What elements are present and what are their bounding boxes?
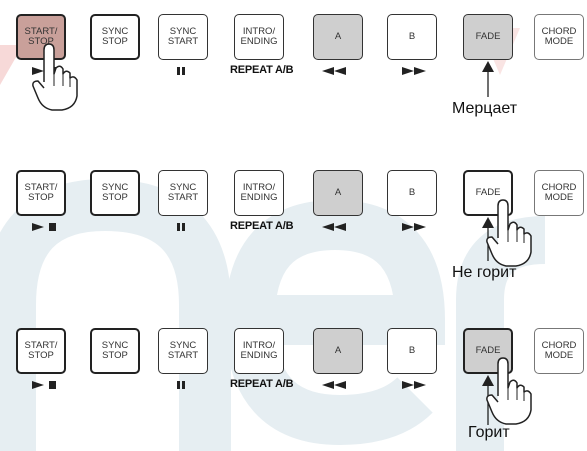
fast-forward-icon <box>402 223 426 231</box>
rewind-icon <box>322 223 346 231</box>
b-button[interactable]: B <box>387 14 437 60</box>
intro-ending-button[interactable]: INTRO/ ENDING <box>234 170 284 216</box>
a-button[interactable]: A <box>313 328 363 374</box>
chord-mode-button[interactable]: CHORD MODE <box>534 170 584 216</box>
repeat-ab-label: REPEAT A/B <box>230 64 294 76</box>
hand-pointer-icon <box>486 357 532 425</box>
sync-stop-button[interactable]: SYNC STOP <box>90 328 140 374</box>
fade-button[interactable]: FADE <box>463 328 513 374</box>
sync-stop-button[interactable]: SYNC STOP <box>90 14 140 60</box>
fast-forward-icon <box>402 381 426 389</box>
up-arrow-icon <box>482 61 494 97</box>
play-stop-icon <box>32 223 56 231</box>
repeat-ab-label: REPEAT A/B <box>230 378 294 390</box>
pause-icon <box>177 381 185 389</box>
hand-pointer-icon <box>32 43 78 111</box>
chord-mode-button[interactable]: CHORD MODE <box>534 14 584 60</box>
start-stop-button[interactable]: START/ STOP <box>16 328 66 374</box>
sync-start-button[interactable]: SYNC START <box>158 328 208 374</box>
b-button[interactable]: B <box>387 170 437 216</box>
intro-ending-button[interactable]: INTRO/ ENDING <box>234 14 284 60</box>
fast-forward-icon <box>402 67 426 75</box>
play-stop-icon <box>32 381 56 389</box>
status-off: Не горит <box>452 264 517 281</box>
pause-icon <box>177 67 185 75</box>
start-stop-button[interactable]: START/ STOP <box>16 170 66 216</box>
intro-ending-button[interactable]: INTRO/ ENDING <box>234 328 284 374</box>
status-lit: Горит <box>468 424 510 441</box>
sync-stop-button[interactable]: SYNC STOP <box>90 170 140 216</box>
pause-icon <box>177 223 185 231</box>
sync-start-button[interactable]: SYNC START <box>158 14 208 60</box>
panel-row-lit: START/ STOP SYNC STOP SYNC START INTRO/ … <box>0 328 587 448</box>
hand-pointer-icon <box>486 199 532 267</box>
rewind-icon <box>322 381 346 389</box>
a-button[interactable]: A <box>313 170 363 216</box>
fade-button[interactable]: FADE <box>463 14 513 60</box>
up-arrow-icon <box>482 375 494 425</box>
sync-start-button[interactable]: SYNC START <box>158 170 208 216</box>
panel-row-flashing: START/ STOP SYNC STOP SYNC START INTRO/ … <box>0 14 587 134</box>
chord-mode-button[interactable]: CHORD MODE <box>534 328 584 374</box>
a-button[interactable]: A <box>313 14 363 60</box>
b-button[interactable]: B <box>387 328 437 374</box>
panel-row-off: START/ STOP SYNC STOP SYNC START INTRO/ … <box>0 170 587 290</box>
status-flashing: Мерцает <box>452 100 518 117</box>
start-stop-button[interactable]: START/ STOP <box>16 14 66 60</box>
rewind-icon <box>322 67 346 75</box>
repeat-ab-label: REPEAT A/B <box>230 220 294 232</box>
